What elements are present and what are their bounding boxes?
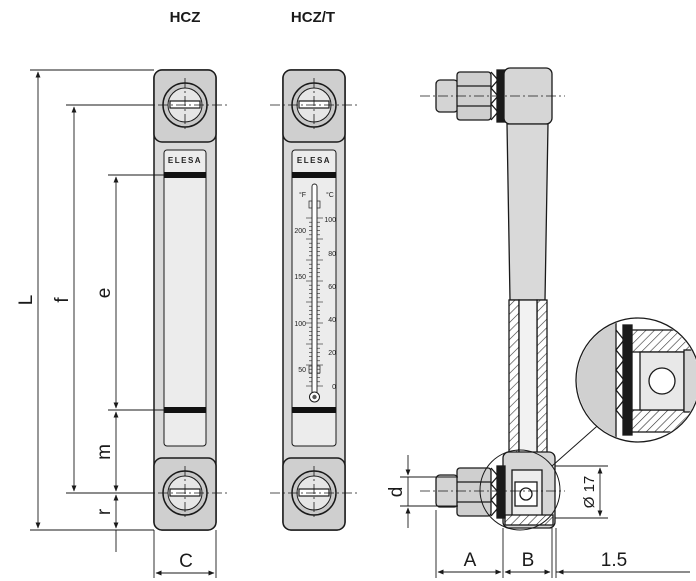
fahrenheit-scale [306,217,312,387]
c-tick-100: 100 [324,217,336,224]
side-view [435,67,605,531]
f-tick-200: 200 [294,228,306,235]
c-tick-40: 40 [328,317,336,324]
dim-label-f: f [52,297,73,303]
dimension-chains-right [400,455,690,578]
enlarged-detail [575,317,696,443]
c-tick-60: 60 [328,284,336,291]
dim-label-r: r [94,508,115,515]
c-tick-20: 20 [328,350,336,357]
dim-label-gap: 1.5 [601,550,627,571]
dim-label-C: C [179,551,193,572]
dimension-chains-left [30,69,217,578]
dim-label-e: e [94,288,115,299]
gauge-hcz-t: ELESA °F °C 200 150 100 50 100 80 60 40 … [270,69,360,531]
brand-logo-hcz-t: ELESA [297,156,331,165]
gauge-hcz: ELESA [140,69,230,531]
dim-label-diameter: Ø 17 [581,476,598,509]
unit-celsius: °C [326,191,334,199]
dim-label-m: m [94,444,115,460]
brand-logo-hcz: ELESA [168,156,202,165]
f-tick-50: 50 [298,367,306,374]
f-tick-100: 100 [294,321,306,328]
dim-label-L: L [16,295,37,306]
dim-label-A: A [464,550,477,571]
f-tick-150: 150 [294,274,306,281]
dim-label-B: B [522,550,535,571]
c-tick-80: 80 [328,251,336,258]
title-hcz-t: HCZ/T [291,9,335,26]
celsius-scale [317,217,323,387]
dim-label-d: d [386,487,407,498]
title-hcz: HCZ [170,9,201,26]
c-tick-0: 0 [332,384,336,391]
unit-fahrenheit: °F [299,191,306,199]
